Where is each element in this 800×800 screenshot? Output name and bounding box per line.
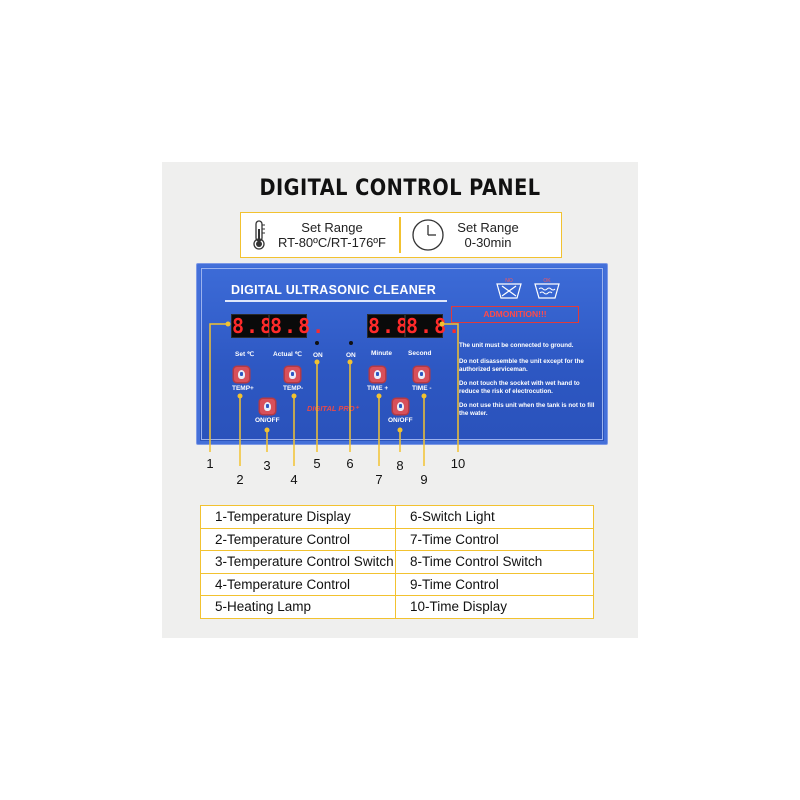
time-range-value: 0-30min xyxy=(464,235,512,250)
svg-text:NO: NO xyxy=(505,278,513,284)
callout-3: 3 xyxy=(263,458,271,473)
control-panel: DIGITAL ULTRASONIC CLEANER NO OK ADMONIT… xyxy=(196,263,608,445)
on-label-1: ON xyxy=(313,352,323,359)
temp-onoff-button[interactable] xyxy=(260,399,275,414)
temp-range-value: RT-80ºC/RT-176ºF xyxy=(278,235,386,250)
legend-cell: 10-Time Display xyxy=(395,595,594,619)
second-label: Second xyxy=(408,350,432,357)
panel-title: DIGITAL ULTRASONIC CLEANER xyxy=(231,283,437,297)
on-label-2: ON xyxy=(346,352,356,359)
no-wash-icon: NO xyxy=(496,278,522,299)
legend-cell: 6-Switch Light xyxy=(395,505,594,529)
admonition-label: ADMONITION!!! xyxy=(483,309,547,319)
temp-plus-label: TEMP+ xyxy=(232,385,254,392)
callout-10: 10 xyxy=(450,456,466,471)
warning-4: Do not use this unit when the tank is no… xyxy=(459,402,595,417)
callout-8: 8 xyxy=(396,458,404,473)
heating-lamp xyxy=(315,341,319,345)
callout-9: 9 xyxy=(420,472,428,487)
time-plus-button[interactable] xyxy=(370,367,385,382)
callout-5: 5 xyxy=(313,456,321,471)
legend-cell: 1-Temperature Display xyxy=(200,505,396,529)
temp-minus-button[interactable] xyxy=(285,367,300,382)
callout-1: 1 xyxy=(206,456,214,471)
temp-minus-label: TEMP- xyxy=(283,385,304,392)
legend-cell: 7-Time Control xyxy=(395,527,594,551)
divider xyxy=(399,217,401,253)
wash-icon: OK xyxy=(534,278,560,299)
callout-4: 4 xyxy=(290,472,298,487)
legend-cell: 9-Time Control xyxy=(395,572,594,596)
time-minus-label: TIME - xyxy=(412,385,432,392)
callout-2: 2 xyxy=(236,472,244,487)
warning-2: Do not disassemble the unit except for t… xyxy=(459,358,584,373)
svg-text:OK: OK xyxy=(543,278,551,284)
brand-logo: DIGITAL PRO⁺ xyxy=(307,404,359,413)
actual-label: Actual ℃ xyxy=(273,351,302,358)
page-title: DIGITAL CONTROL PANEL xyxy=(259,176,541,201)
time-onoff-label: ON/OFF xyxy=(388,417,413,424)
minute-label: Minute xyxy=(371,350,392,357)
switch-light xyxy=(349,341,353,345)
callout-6: 6 xyxy=(346,456,354,471)
legend-cell: 2-Temperature Control xyxy=(200,527,396,551)
clock-icon xyxy=(412,219,444,251)
temp-range-label: Set Range xyxy=(301,220,363,235)
set-label: Set ℃ xyxy=(235,351,255,358)
legend-cell: 5-Heating Lamp xyxy=(200,595,396,619)
time-plus-label: TIME + xyxy=(367,385,389,392)
warning-3: Do not touch the socket with wet hand to… xyxy=(459,380,580,395)
legend-cell: 8-Time Control Switch xyxy=(395,550,594,574)
temp-plus-button[interactable] xyxy=(234,367,249,382)
legend-cell: 3-Temperature Control Switch xyxy=(200,550,396,574)
legend-cell: 4-Temperature Control xyxy=(200,572,396,596)
set-range-box: Set Range RT-80ºC/RT-176ºF Set Range 0-3… xyxy=(240,212,562,258)
time-minus-button[interactable] xyxy=(414,367,429,382)
temp-onoff-label: ON/OFF xyxy=(255,417,280,424)
thermometer-icon xyxy=(253,220,265,250)
time-display-minute: 8.8. xyxy=(367,314,425,338)
time-range-label: Set Range xyxy=(457,220,519,235)
admonition-box: ADMONITION!!! xyxy=(451,306,579,323)
warning-1: The unit must be connected to ground. xyxy=(459,342,574,349)
time-onoff-button[interactable] xyxy=(393,399,408,414)
callout-7: 7 xyxy=(375,472,383,487)
